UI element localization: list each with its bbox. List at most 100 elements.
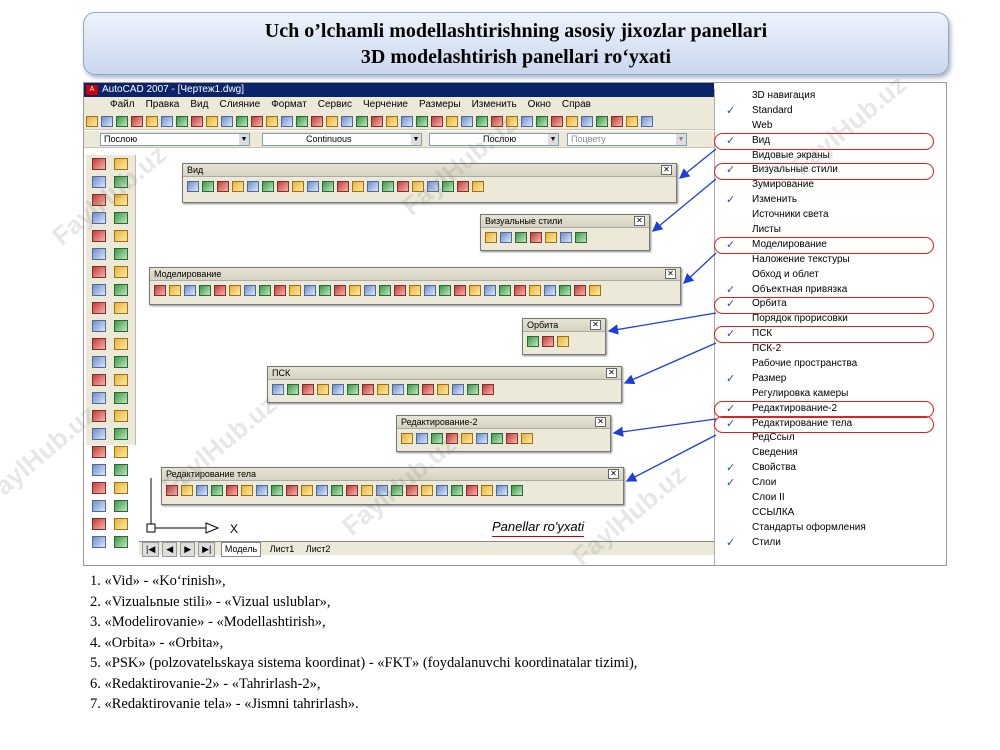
close-icon[interactable]: ✕ [595, 417, 606, 427]
tool-icon[interactable] [92, 536, 106, 548]
tool-icon[interactable] [446, 433, 458, 444]
tool-icon[interactable] [114, 446, 128, 458]
tool-icon[interactable] [551, 116, 563, 127]
tool-icon[interactable] [364, 285, 376, 296]
tool-icon[interactable] [154, 285, 166, 296]
tool-icon[interactable] [92, 320, 106, 332]
tool-icon[interactable] [92, 392, 106, 404]
menu-list-item[interactable]: РедСсыл [715, 431, 946, 446]
menu-item[interactable]: Окно [527, 99, 551, 110]
tool-icon[interactable] [226, 485, 238, 496]
menu-list-item[interactable]: Стандарты оформления [715, 521, 946, 536]
menu-list-item[interactable]: ПСК-2 [715, 342, 946, 357]
tool-icon[interactable] [461, 116, 473, 127]
tool-icon[interactable] [382, 181, 394, 192]
menu-list-item[interactable]: Слои II [715, 491, 946, 506]
tool-icon[interactable] [307, 181, 319, 192]
tool-icon[interactable] [454, 285, 466, 296]
tool-icon[interactable] [427, 181, 439, 192]
tool-icon[interactable] [277, 181, 289, 192]
tool-icon[interactable] [379, 285, 391, 296]
tool-icon[interactable] [319, 285, 331, 296]
tool-icon[interactable] [557, 336, 569, 347]
tool-icon[interactable] [92, 518, 106, 530]
tool-icon[interactable] [361, 485, 373, 496]
menu-list-item[interactable]: Регулировка камеры [715, 387, 946, 402]
menu-list-item[interactable]: ✓Свойства [715, 461, 946, 476]
tool-icon[interactable] [114, 482, 128, 494]
tool-icon[interactable] [131, 116, 143, 127]
tool-icon[interactable] [92, 212, 106, 224]
nav-next-icon[interactable]: ▶ [180, 542, 196, 557]
tool-icon[interactable] [514, 285, 526, 296]
tool-icon[interactable] [431, 116, 443, 127]
tool-icon[interactable] [221, 116, 233, 127]
tool-icon[interactable] [217, 181, 229, 192]
close-icon[interactable]: ✕ [661, 165, 672, 175]
tool-icon[interactable] [286, 485, 298, 496]
tool-icon[interactable] [114, 374, 128, 386]
tool-icon[interactable] [467, 384, 479, 395]
tool-icon[interactable] [92, 500, 106, 512]
menu-list-item[interactable]: Web [715, 119, 946, 134]
tool-icon[interactable] [92, 158, 106, 170]
menu-list-item[interactable]: Наложение текстуры [715, 253, 946, 268]
tool-icon[interactable] [114, 536, 128, 548]
nav-prev-icon[interactable]: ◀ [162, 542, 178, 557]
tool-icon[interactable] [476, 116, 488, 127]
tool-icon[interactable] [114, 230, 128, 242]
tool-icon[interactable] [206, 116, 218, 127]
tool-icon[interactable] [116, 116, 128, 127]
tool-icon[interactable] [641, 116, 653, 127]
tool-icon[interactable] [92, 194, 106, 206]
tool-icon[interactable] [481, 485, 493, 496]
tool-icon[interactable] [451, 485, 463, 496]
tool-icon[interactable] [352, 181, 364, 192]
tool-icon[interactable] [491, 433, 503, 444]
menu-list-item[interactable]: ✓Объектная привязка [715, 283, 946, 298]
tool-icon[interactable] [92, 482, 106, 494]
tool-icon[interactable] [506, 116, 518, 127]
tool-icon[interactable] [521, 433, 533, 444]
tool-icon[interactable] [289, 285, 301, 296]
tool-icon[interactable] [367, 181, 379, 192]
tool-icon[interactable] [181, 485, 193, 496]
tool-icon[interactable] [322, 181, 334, 192]
tool-icon[interactable] [114, 338, 128, 350]
tool-icon[interactable] [114, 248, 128, 260]
tool-icon[interactable] [281, 116, 293, 127]
tool-icon[interactable] [266, 116, 278, 127]
tool-icon[interactable] [472, 181, 484, 192]
tool-icon[interactable] [232, 181, 244, 192]
menu-list-item[interactable]: ✓Визуальные стили [715, 163, 946, 178]
tool-icon[interactable] [114, 518, 128, 530]
nav-first-icon[interactable]: |◀ [142, 542, 160, 557]
menu-list-item[interactable]: ✓Слои [715, 476, 946, 491]
menu-list-item[interactable]: Рабочие пространства [715, 357, 946, 372]
tool-icon[interactable] [341, 116, 353, 127]
tool-icon[interactable] [92, 230, 106, 242]
tool-icon[interactable] [296, 116, 308, 127]
close-icon[interactable]: ✕ [634, 216, 645, 226]
tool-icon[interactable] [114, 464, 128, 476]
tool-icon[interactable] [166, 485, 178, 496]
tool-icon[interactable] [114, 500, 128, 512]
tool-icon[interactable] [92, 374, 106, 386]
tool-icon[interactable] [485, 232, 497, 243]
tool-icon[interactable] [274, 285, 286, 296]
tool-icon[interactable] [542, 336, 554, 347]
tool-icon[interactable] [581, 116, 593, 127]
tool-icon[interactable] [176, 116, 188, 127]
tool-icon[interactable] [262, 181, 274, 192]
tool-icon[interactable] [500, 232, 512, 243]
tool-icon[interactable] [529, 285, 541, 296]
tool-icon[interactable] [114, 320, 128, 332]
tool-icon[interactable] [439, 285, 451, 296]
tool-icon[interactable] [316, 485, 328, 496]
tool-icon[interactable] [421, 485, 433, 496]
tool-icon[interactable] [511, 485, 523, 496]
tool-icon[interactable] [92, 284, 106, 296]
menu-item[interactable]: Размеры [419, 99, 461, 110]
tool-icon[interactable] [326, 116, 338, 127]
tool-icon[interactable] [184, 285, 196, 296]
